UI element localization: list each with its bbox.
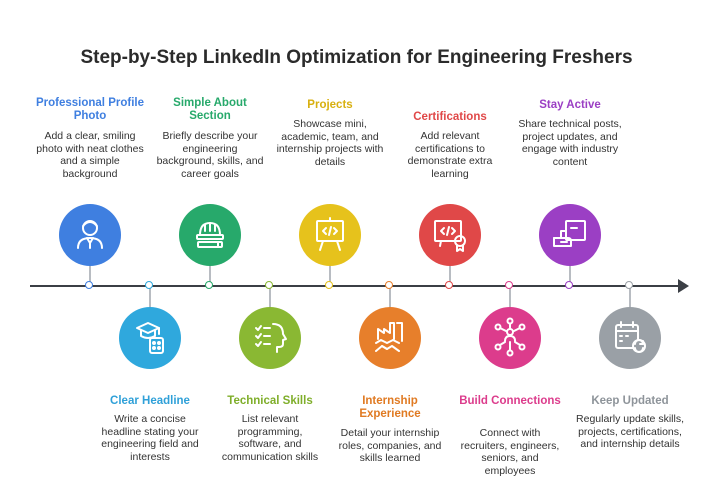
factory-handshake-icon (375, 322, 403, 352)
code-board-icon (316, 217, 344, 251)
step-circle-about-section (179, 204, 241, 266)
step-desc-connections: Connect with recruiters, engineers, seni… (460, 427, 560, 477)
step-circle-certifications (419, 204, 481, 266)
timeline-dot (505, 281, 513, 289)
step-circle-connections (479, 307, 541, 369)
timeline-dot (385, 281, 393, 289)
hardhat-icon (196, 222, 224, 248)
step-circle-keep-updated (599, 307, 661, 369)
timeline-dot (445, 281, 453, 289)
step-desc-certifications: Add relevant certifications to demonstra… (407, 130, 493, 180)
connector (569, 260, 571, 285)
graduate-icon (136, 322, 164, 354)
step-circle-projects (299, 204, 361, 266)
connector (509, 286, 511, 308)
megaphone-icon (553, 220, 586, 247)
step-title-profile-photo: Professional Profile Photo (35, 97, 144, 122)
timeline-dot (85, 281, 93, 289)
step-desc-technical-skills: List relevant programming, software, and… (221, 413, 319, 463)
step-desc-clear-headline: Write a concise headline stating your en… (101, 413, 199, 463)
step-title-clear-headline: Clear Headline (110, 395, 190, 407)
step-desc-projects: Showcase mini, academic, team, and inter… (276, 118, 384, 168)
step-circle-stay-active (539, 204, 601, 266)
connector (449, 260, 451, 285)
step-desc-about-section: Briefly describe your engineering backgr… (156, 130, 264, 180)
connector (209, 260, 211, 285)
timeline-arrowhead (678, 279, 689, 293)
checklist-head-icon (255, 323, 287, 353)
timeline-dot (625, 281, 633, 289)
step-title-keep-updated: Keep Updated (591, 395, 669, 407)
connector (149, 286, 151, 308)
step-title-about-section: Simple About Section (173, 97, 247, 122)
connector (389, 286, 391, 308)
calendar-refresh-icon (615, 321, 646, 353)
step-desc-profile-photo: Add a clear, smiling photo with neat clo… (36, 130, 144, 180)
certificate-icon (434, 220, 466, 252)
connector (329, 260, 331, 285)
step-title-internship: Internship Experience (359, 395, 421, 420)
step-title-certifications: Certifications (413, 111, 487, 123)
step-circle-clear-headline (119, 307, 181, 369)
step-desc-stay-active: Share technical posts, project updates, … (518, 118, 622, 168)
profile-photo-icon (77, 220, 103, 249)
connector (89, 260, 91, 285)
diagram-title: Step-by-Step LinkedIn Optimization for E… (80, 47, 633, 68)
step-title-stay-active: Stay Active (539, 99, 601, 111)
step-title-technical-skills: Technical Skills (227, 395, 313, 407)
step-circle-profile-photo (59, 204, 121, 266)
step-circle-internship (359, 307, 421, 369)
timeline-dot (325, 281, 333, 289)
step-desc-keep-updated: Regularly update skills, projects, certi… (576, 413, 684, 450)
step-circle-technical-skills (239, 307, 301, 369)
timeline-axis (30, 285, 682, 287)
connector (269, 286, 271, 308)
connector (629, 286, 631, 308)
timeline-dot (265, 281, 273, 289)
timeline-dot (145, 281, 153, 289)
timeline-dot (565, 281, 573, 289)
step-title-connections: Build Connections (459, 395, 561, 407)
timeline-dot (205, 281, 213, 289)
step-desc-internship: Detail your internship roles, companies,… (338, 427, 442, 464)
network-icon (494, 317, 526, 357)
step-title-projects: Projects (307, 99, 353, 111)
